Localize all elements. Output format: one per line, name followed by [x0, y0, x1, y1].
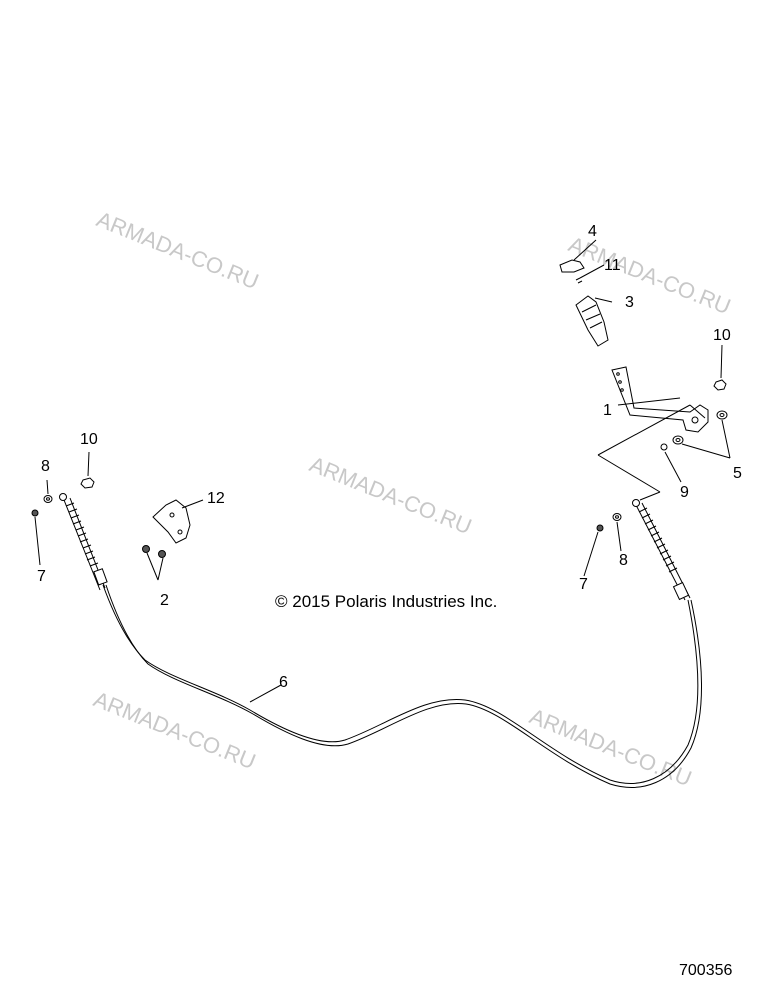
left-spring	[65, 502, 99, 567]
lever-grip-3	[575, 295, 609, 347]
copyright-notice: © 2015 Polaris Industries Inc.	[275, 592, 497, 611]
leader-lines	[34, 239, 731, 703]
left-cable-end	[59, 493, 108, 591]
washers-5	[672, 410, 728, 445]
callout-3: 3	[625, 294, 634, 311]
callout-2: 2	[160, 592, 169, 609]
left-washer-8	[43, 495, 53, 503]
right-nut-10	[713, 379, 727, 391]
right-spring	[638, 507, 678, 573]
watermark-bottom-left: ARMADA-CO.RU	[90, 686, 259, 774]
parking-brake-cable	[102, 584, 702, 788]
brake-lever-1	[611, 366, 709, 433]
callout-5: 5	[733, 465, 742, 482]
spring-11	[575, 277, 583, 284]
callout-8-right: 8	[619, 552, 628, 569]
release-button-4	[559, 259, 585, 273]
callout-7-left: 7	[37, 568, 46, 585]
clip-9	[660, 443, 668, 451]
figure-number: 700356	[679, 962, 732, 979]
right-pin-7	[596, 524, 604, 532]
callout-1: 1	[603, 402, 612, 419]
callout-12: 12	[207, 490, 225, 507]
callout-11: 11	[604, 257, 621, 274]
watermark-center: ARMADA-CO.RU	[306, 451, 475, 539]
callout-10-left: 10	[80, 431, 98, 448]
right-washer-8	[612, 513, 622, 521]
left-nut-10	[80, 477, 95, 489]
bolts-2	[142, 545, 166, 558]
callout-7-right: 7	[579, 576, 588, 593]
assembly-guide-lines	[597, 404, 706, 501]
bracket-12	[152, 499, 191, 544]
watermark-top-left: ARMADA-CO.RU	[93, 206, 262, 294]
callout-8-left: 8	[41, 458, 50, 475]
right-cable-end	[632, 499, 691, 601]
left-pin-7	[31, 509, 39, 517]
callout-10-right: 10	[713, 327, 731, 344]
callout-9: 9	[680, 484, 689, 501]
callout-6: 6	[279, 674, 288, 691]
callout-4: 4	[588, 223, 597, 240]
